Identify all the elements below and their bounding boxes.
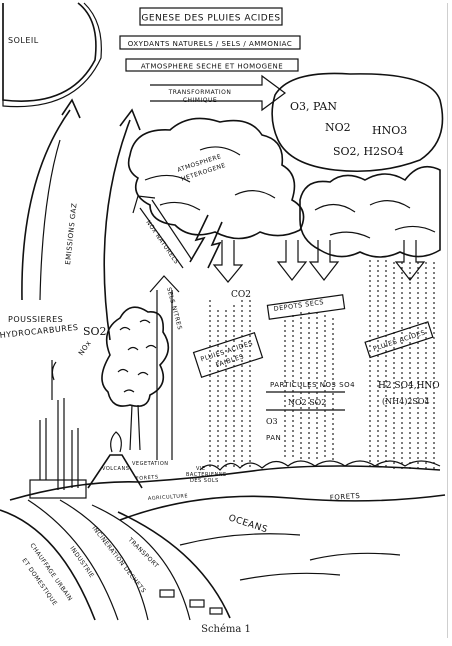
- svg-text:FORETS: FORETS: [136, 474, 159, 482]
- svg-text:O3: O3: [266, 417, 278, 426]
- svg-text:INCINERATION DECHETS: INCINERATION DECHETS: [90, 525, 147, 595]
- lightning-icon: [189, 214, 223, 269]
- emissions-arrow: EMISSIONS GAZ: [21, 98, 141, 341]
- svg-text:O3, PAN: O3, PAN: [290, 100, 337, 113]
- diagram-subtitle2: ATMOSPHERE SECHE ET HOMOGENE: [141, 63, 283, 71]
- volcano-icon: VOLCANS: [87, 431, 143, 489]
- pluies-acides-label: PLUIES ACIDES: [372, 328, 427, 353]
- svg-text:(NH4)2SO4: (NH4)2SO4: [382, 397, 430, 406]
- svg-text:TRANSPORT: TRANSPORT: [126, 536, 160, 570]
- svg-text:VOLCANS: VOLCANS: [102, 466, 129, 472]
- source-labels: POUSSIERES HYDROCARBURES NOx SO2: [0, 315, 107, 357]
- sun-icon: SOLEIL: [2, 2, 102, 108]
- svg-text:VEGETATION: VEGETATION: [132, 461, 169, 467]
- subtitle-box: [119, 35, 301, 50]
- chemistry-cloud: O3, PAN NO2 HNO3 SO2, H2SO4: [271, 72, 444, 173]
- svg-text:DES SOLS: DES SOLS: [190, 478, 219, 484]
- svg-text:POUSSIERES: POUSSIERES: [8, 315, 63, 324]
- page-frame: [3, 3, 448, 638]
- svg-text:SO2: SO2: [83, 325, 107, 338]
- svg-text:NOx: NOx: [77, 339, 93, 357]
- tree-icon: [101, 306, 170, 451]
- deposit-labels: CO2 DEPOTS SECS PLUIES ACIDES FAIBLES PL…: [192, 290, 440, 442]
- sun-label: SOLEIL: [8, 36, 39, 45]
- diagram-title: GENESE DES PLUIES ACIDES: [141, 14, 280, 24]
- rain-streaks: [209, 260, 435, 470]
- svg-text:AGRICULTURE: AGRICULTURE: [148, 493, 189, 502]
- subtitle2-box: [125, 58, 299, 72]
- road-bands: CHAUFFAGE URBAIN ET DOMESTIQUE INDUSTRIE…: [0, 499, 231, 621]
- svg-text:NO2: NO2: [325, 121, 351, 134]
- nox-naturels-arrow: NOx NATURELS: [132, 195, 193, 269]
- factory-icon: [29, 360, 87, 499]
- deposit-arrows: [212, 240, 426, 283]
- svg-text:NO2 SO2: NO2 SO2: [288, 398, 326, 407]
- oceans-label: OCEANS: [227, 513, 269, 535]
- svg-text:SELS NITRES: SELS NITRES: [165, 287, 183, 331]
- emissions-label: EMISSIONS GAZ: [64, 202, 78, 265]
- ocean-area: OCEANS: [119, 494, 446, 581]
- figure-caption: Schéma 1: [201, 624, 251, 635]
- right-cloud: [299, 165, 441, 258]
- title-box: [139, 7, 283, 26]
- svg-text:HYDROCARBURES: HYDROCARBURES: [0, 323, 79, 340]
- svg-text:NOx NATURELS: NOx NATURELS: [144, 219, 180, 266]
- svg-text:H2 SO4,HNO: H2 SO4,HNO: [378, 381, 440, 391]
- sels-nitres-arrow: SELS NITRES: [149, 275, 183, 460]
- horizon-line: [9, 465, 441, 501]
- depots-secs-label: DEPOTS SECS: [273, 298, 324, 313]
- svg-text:FORETS: FORETS: [330, 492, 361, 502]
- svg-text:ET DOMESTIQUE: ET DOMESTIQUE: [20, 557, 58, 607]
- svg-text:SO2, H2SO4: SO2, H2SO4: [333, 145, 404, 158]
- svg-text:VIE: VIE: [196, 466, 206, 472]
- svg-text:TRANSFORMATION: TRANSFORMATION: [168, 89, 232, 96]
- svg-text:PAN: PAN: [266, 434, 281, 442]
- svg-text:CHIMIQUE: CHIMIQUE: [183, 97, 217, 104]
- svg-text:HNO3: HNO3: [372, 124, 407, 137]
- diagram-subtitle: OXYDANTS NATURELS / SELS / AMMONIAC: [128, 40, 292, 48]
- svg-text:PARTICULES NO3 SO4: PARTICULES NO3 SO4: [270, 381, 355, 389]
- transformation-arrow: TRANSFORMATION CHIMIQUE: [150, 74, 287, 112]
- co2-label: CO2: [231, 290, 251, 300]
- forest-line: [199, 460, 441, 471]
- svg-text:BACTERIENNE: BACTERIENNE: [186, 472, 227, 478]
